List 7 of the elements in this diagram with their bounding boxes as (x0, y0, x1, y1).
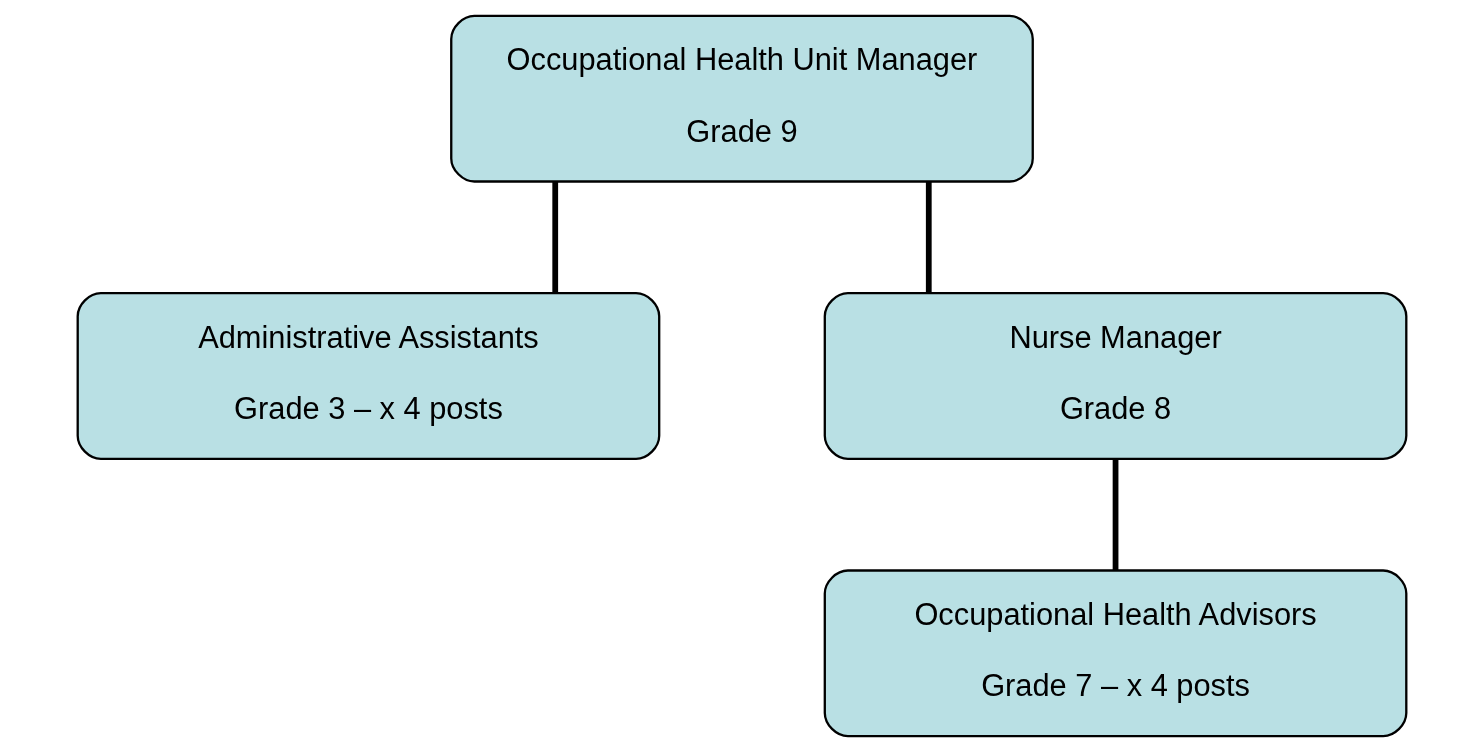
node-box: Nurse Manager Grade 8 (823, 292, 1407, 460)
node-box: Occupational Health Advisors Grade 7 – x 4 posts (823, 569, 1407, 738)
node-box: Administrative Assistants Grade 3 – x 4 posts (76, 292, 660, 460)
connector (551, 181, 558, 293)
connector (1112, 459, 1118, 571)
node-box: Occupational Health Unit Manager Grade 9 (449, 14, 1034, 183)
connector (925, 181, 932, 293)
